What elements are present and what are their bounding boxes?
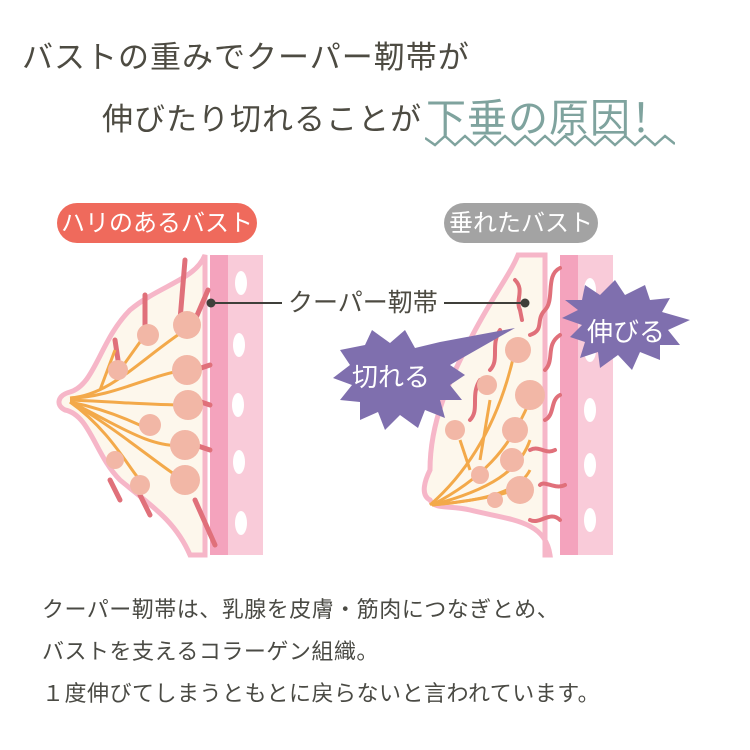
stretched-callout-burst — [562, 280, 690, 370]
torn-callout-burst — [333, 328, 515, 430]
sagging-bust-label: 垂れたバスト — [444, 203, 598, 243]
description-line: クーパー靭帯は、乳腺を皮膚・筋肉につなぎとめ、 — [42, 598, 560, 623]
description: クーパー靭帯は、乳腺を皮膚・筋肉につなぎとめ、 バストを支えるコラーゲン組織。 … — [42, 590, 600, 716]
description-line: バストを支えるコラーゲン組織。 — [42, 640, 379, 665]
bust-diagram — [56, 252, 690, 558]
heading-line-2-prefix: 伸びたり切れることが — [102, 102, 422, 138]
heading-line-1: バストの重みでクーパー靭帯が — [22, 40, 470, 76]
stretched-callout-text: 伸びる — [587, 318, 666, 348]
cooper-ligament-label: クーパー靭帯 — [282, 283, 444, 319]
heading-line-2: 伸びたり切れることが下垂の原因！ — [102, 84, 672, 142]
torn-callout-text: 切れる — [352, 363, 431, 393]
wavy-underline — [425, 134, 675, 147]
heading-accent: 下垂の原因！ — [426, 96, 672, 142]
sagging-bust-illustration — [421, 252, 613, 558]
firm-bust-illustration — [56, 253, 263, 558]
description-line: １度伸びてしまうともとに戻らないと言われています。 — [42, 682, 601, 707]
firm-bust-label: ハリのあるバスト — [57, 203, 257, 243]
